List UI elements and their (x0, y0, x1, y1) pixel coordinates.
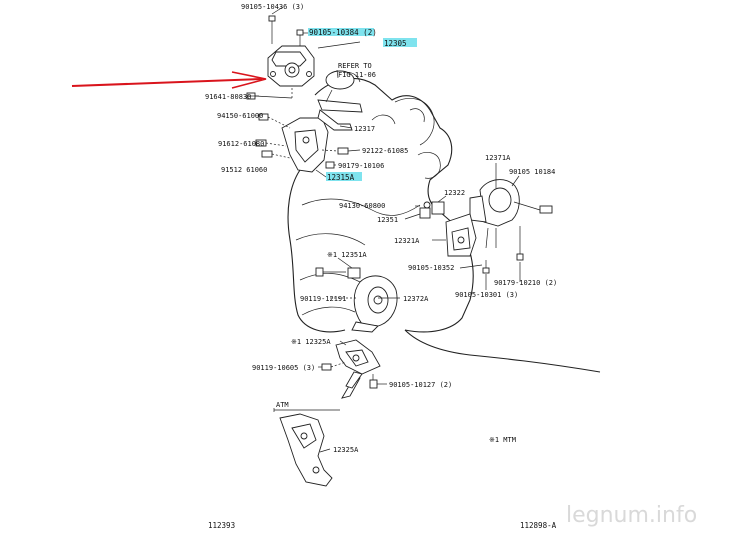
label-90105-10184: 90105 10184 (509, 168, 555, 176)
label-12371a: 12371A (485, 154, 511, 162)
label-12351: 12351 (377, 216, 398, 224)
lower-mount-12372a (315, 267, 398, 333)
atm-bracket-12325a (273, 408, 340, 487)
label-91512-61060: 91512 61060 (221, 166, 267, 174)
label-12325a-mtm: ※1 12325A (291, 338, 331, 346)
red-pointer-arrow (71, 71, 267, 89)
label-91641-80830: 91641-80830 (205, 93, 251, 101)
label-112393: 112393 (208, 521, 235, 530)
leader-lines (247, 6, 521, 453)
label-atm: ATM (276, 401, 289, 409)
label-90105-10301: 90105-10301 (3) (455, 291, 518, 299)
label-90119-10605: 90119-10605 (3) (252, 364, 315, 372)
bottom-bracket-12325a (321, 339, 381, 399)
label-91612-61080: 91612-61080 (218, 140, 264, 148)
top-mount-12305 (267, 15, 315, 98)
label-90179-10106: 90179-10106 (338, 162, 384, 170)
highlight-90105-10384 (308, 28, 374, 36)
label-94150-61000: 94150-61000 (217, 112, 263, 120)
label-12351a: ※1 12351A (327, 251, 367, 259)
part-labels: 90105-10436 (3) 90105-10384 (2) 12305 RE… (205, 3, 557, 530)
label-12322: 12322 (444, 189, 465, 197)
label-fig-11-06: FIG 11-06 (338, 71, 376, 79)
label-90105-10127: 90105-10127 (2) (389, 381, 452, 389)
label-90105-10436: 90105-10436 (3) (241, 3, 304, 11)
label-refer-to: REFER TO (338, 62, 372, 70)
label-12317: 12317 (354, 125, 375, 133)
engine-block-outline (287, 70, 601, 373)
label-12305: 12305 (384, 39, 407, 48)
label-90105-10352: 90105-10352 (408, 264, 454, 272)
label-90179-10210: 90179-10210 (2) (494, 279, 557, 287)
watermark: legnum.info (566, 503, 697, 528)
label-112898-a: 112898-A (520, 521, 557, 530)
highlight-12305 (383, 38, 417, 47)
highlight-12315a (326, 172, 362, 181)
label-12315a: 12315A (327, 173, 355, 182)
label-90105-10384: 90105-10384 (2) (309, 28, 377, 37)
label-12372a: 12372A (403, 295, 429, 303)
bracket-12315a (246, 89, 363, 173)
label-mtm-note: ※1 MTM (489, 436, 516, 444)
label-90119-12191: 90119-12191 (300, 295, 346, 303)
label-94130-60800: 94130-60800 (339, 202, 385, 210)
label-12325a-atm: 12325A (333, 446, 359, 454)
label-12321a: 12321A (394, 237, 420, 245)
right-mount-12371a (419, 179, 553, 274)
label-92122-61085: 92122-61085 (362, 147, 408, 155)
